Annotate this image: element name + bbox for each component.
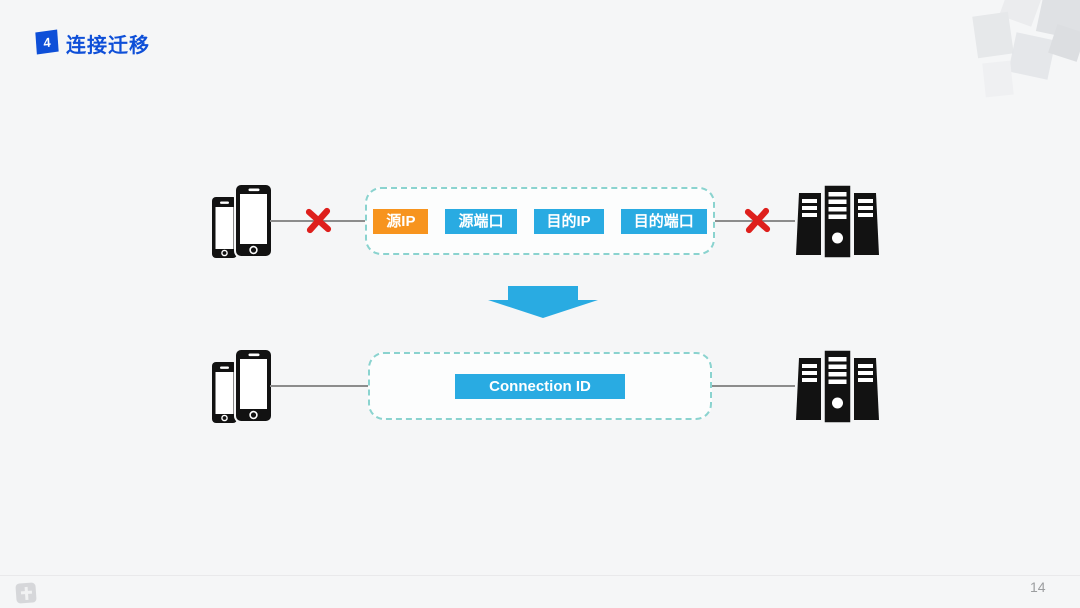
decorative-square <box>1008 32 1056 80</box>
four-tuple-box: 源IP 源端口 目的IP 目的端口 <box>365 187 715 255</box>
decorative-square <box>982 60 1014 98</box>
broken-connection-x-icon <box>744 207 771 234</box>
tag-source-port: 源端口 <box>445 208 517 234</box>
section-number-badge: 4 <box>35 29 59 55</box>
server-rack-icon <box>796 185 879 258</box>
tag-source-ip: 源IP <box>373 208 429 234</box>
connector-line <box>712 385 795 387</box>
smartphones-icon <box>212 349 272 423</box>
logo-glyph <box>20 590 33 595</box>
connector-line <box>270 385 368 387</box>
tag-dest-port: 目的端口 <box>620 208 707 234</box>
smartphones-icon <box>212 184 272 258</box>
tag-connection-id: Connection ID <box>455 373 625 399</box>
decorative-square <box>972 11 1014 59</box>
footer-logo <box>15 582 37 604</box>
tag-dest-ip: 目的IP <box>533 208 604 234</box>
broken-connection-x-icon <box>305 207 332 234</box>
page-number: 14 <box>1030 579 1046 595</box>
page-title: 连接迁移 <box>66 35 150 57</box>
connection-id-box: Connection ID <box>368 352 712 420</box>
down-arrow-icon <box>488 286 598 318</box>
footer-divider <box>0 575 1080 576</box>
server-rack-icon <box>796 350 879 423</box>
